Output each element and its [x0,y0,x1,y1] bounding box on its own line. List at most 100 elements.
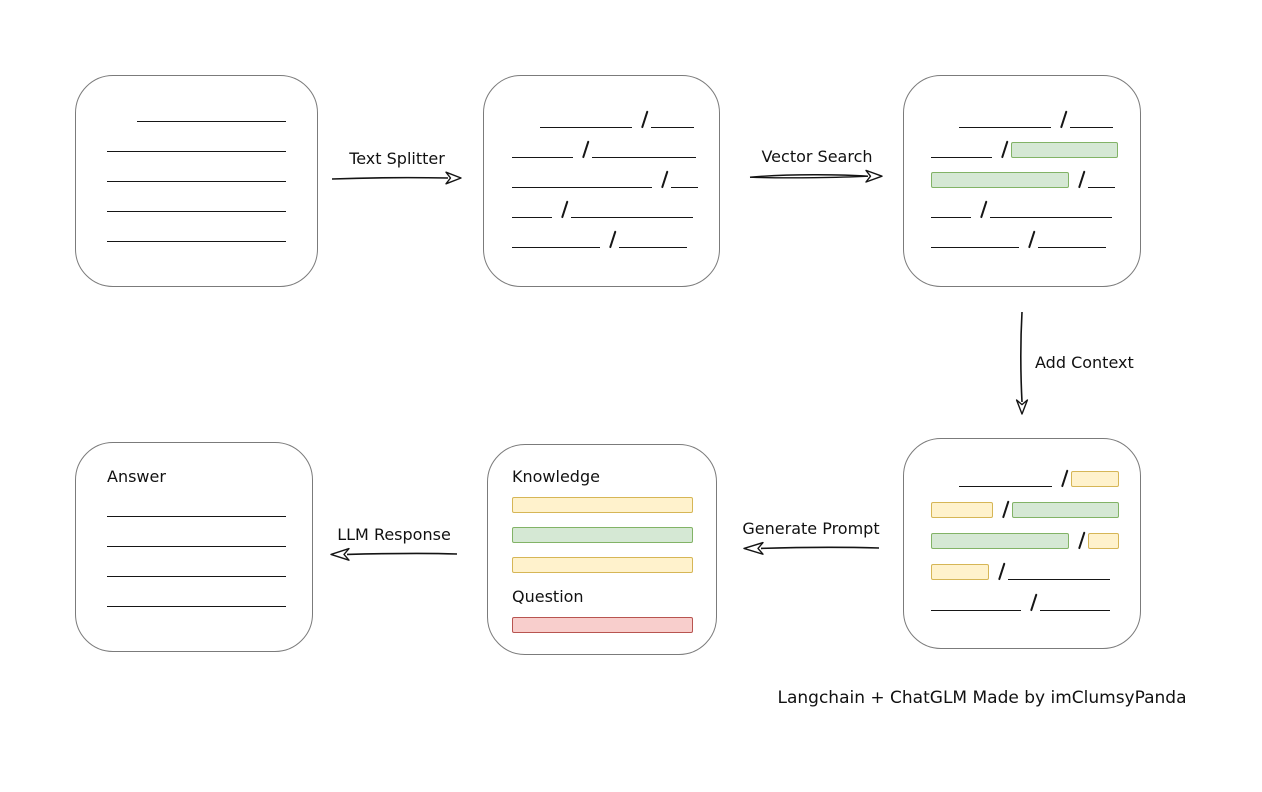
split-chunks-lines [484,76,719,249]
slash-separator [1001,140,1009,159]
node-vector-matches [903,75,1141,287]
down-arrow-icon [1015,311,1029,415]
slash-separator [661,170,669,189]
chunk-row [512,128,719,159]
node-document [75,75,318,287]
text-line [107,151,286,152]
text-line [931,610,1021,611]
text-line [512,247,600,248]
node-context-chunks [903,438,1141,649]
question-label: Question [512,587,584,606]
text-line [651,127,694,128]
left-arrow-icon [330,547,458,561]
text-line [1088,187,1115,188]
arrow-llm-response: LLM Response [327,525,461,563]
chunk-row [931,487,1140,519]
text-line [931,157,992,158]
yellow-highlight [931,502,993,518]
answer-label: Answer [107,467,166,486]
yellow-highlight [1088,533,1119,549]
caption: Langchain + ChatGLM Made by imClumsyPand… [777,688,1187,708]
chunk-row [107,122,317,152]
text-line [107,241,286,242]
chunk-row [931,158,1140,189]
chunk-row [107,92,317,122]
text-line [1070,127,1113,128]
arrow-text-splitter: Text Splitter [330,149,464,187]
arrow-vector-search: Vector Search [748,147,886,185]
vector-matches-lines [904,76,1140,249]
text-line [571,217,693,218]
text-line [990,217,1112,218]
chunk-row [107,212,317,242]
chunk-row [931,518,1140,550]
text-line [1008,579,1110,580]
text-line [671,187,698,188]
arrow-llm-response-label: LLM Response [337,525,451,544]
slash-separator [561,200,569,219]
slash-separator [1078,170,1086,189]
text-line [512,157,573,158]
yellow-bar [512,557,693,573]
yellow-highlight [931,564,989,580]
chunk-row [931,549,1140,581]
slash-separator [1028,230,1036,249]
text-line [959,127,1051,128]
slash-separator [641,110,649,129]
chunk-row [931,580,1140,612]
chunk-row [512,218,719,249]
arrow-vector-search-label: Vector Search [761,147,873,166]
right-double-arrow-icon [749,169,883,183]
green-highlight [1011,142,1118,158]
answer-lines [107,487,312,607]
arrow-text-splitter-label: Text Splitter [349,149,445,168]
text-line [931,247,1019,248]
chunk-row [931,128,1140,159]
green-highlight [931,533,1069,549]
arrow-generate-prompt: Generate Prompt [739,519,883,557]
chunk-row [931,98,1140,129]
text-line [931,217,971,218]
chunk-row [931,456,1140,488]
slash-separator [1060,110,1068,129]
chunk-row [512,98,719,129]
chunk-row [107,547,312,577]
chunk-row [931,188,1140,219]
chunk-row [931,218,1140,249]
green-bar [512,527,693,543]
slash-separator [1002,500,1010,519]
slash-separator [1078,531,1086,550]
text-line [1040,610,1110,611]
chunk-row [107,152,317,182]
text-line [107,576,286,577]
knowledge-label: Knowledge [512,467,600,486]
slash-separator [582,140,590,159]
context-chunks-lines [904,439,1140,612]
text-line [512,187,652,188]
chunk-row [107,182,317,212]
knowledge-bars [512,497,716,573]
text-line [107,546,286,547]
text-line [540,127,632,128]
chunk-row [512,158,719,189]
text-line [619,247,687,248]
document-lines [76,76,317,242]
red-bar [512,617,693,633]
text-line [107,211,286,212]
left-arrow-icon [743,541,880,555]
slash-separator [1061,469,1069,488]
chunk-row [107,577,312,607]
arrow-generate-prompt-label: Generate Prompt [742,519,880,538]
green-highlight [1012,502,1119,518]
green-highlight [931,172,1069,188]
node-split-chunks [483,75,720,287]
text-line [107,181,286,182]
chunk-row [107,487,312,517]
yellow-highlight [1071,471,1119,487]
text-line [592,157,696,158]
chunk-row [107,517,312,547]
slash-separator [609,230,617,249]
text-line [107,516,286,517]
text-line [1038,247,1106,248]
slash-separator [998,562,1006,581]
